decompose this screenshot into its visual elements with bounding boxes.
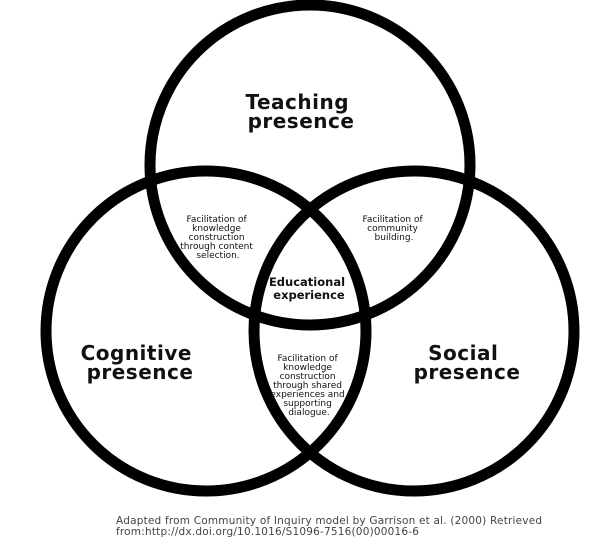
educational-experience-label: Educational experience [269,275,349,302]
teaching-cognitive-line-1: Facilitation of [186,215,247,225]
cognitive-presence-line-2: presence [87,360,194,384]
cognitive-social-line-7: dialogue. [288,408,330,418]
teaching-cognitive-line-3: construction [189,233,245,243]
cognitive-social-line-4: through shared [273,381,342,391]
cognitive-presence-label: Cognitive presence [81,341,200,384]
teaching-cognitive-line-2: knowledge [192,224,241,234]
teaching-cognitive-line-5: selection. [196,251,239,261]
social-presence-label: Social presence [414,341,521,384]
source-citation: Adapted from Community of Inquiry model … [116,516,596,538]
educational-experience-line-1: Educational [269,275,345,289]
citation-line-2: from:http://dx.doi.org/10.1016/S1096-751… [116,526,420,538]
teaching-social-line-1: Facilitation of [362,215,423,225]
teaching-presence-label: Teaching presence [245,90,356,133]
teaching-cognitive-overlap-label: Facilitation of knowledge construction t… [180,215,256,261]
cognitive-social-line-5: experiences and [270,390,344,400]
social-presence-line-1: Social [428,341,498,365]
teaching-social-overlap-label: Facilitation of community building. [362,215,425,243]
cognitive-presence-line-1: Cognitive [81,341,192,365]
citation-line-1: Adapted from Community of Inquiry model … [116,515,543,527]
cognitive-social-line-6: supporting [283,399,331,409]
cognitive-social-line-3: construction [280,372,336,382]
teaching-presence-line-1: Teaching [245,90,349,114]
teaching-social-line-2: community [367,224,418,234]
teaching-social-line-3: building. [375,233,414,243]
educational-experience-line-2: experience [273,288,345,302]
teaching-presence-line-2: presence [248,109,355,133]
social-presence-circle [248,165,580,497]
teaching-presence-circle [144,0,476,331]
cognitive-social-line-2: knowledge [283,363,332,373]
cognitive-social-overlap-label: Facilitation of knowledge construction t… [270,354,347,418]
cognitive-presence-circle [40,165,372,497]
cognitive-social-line-1: Facilitation of [277,354,338,364]
teaching-cognitive-line-4: through content [180,242,253,252]
social-presence-line-2: presence [414,360,521,384]
